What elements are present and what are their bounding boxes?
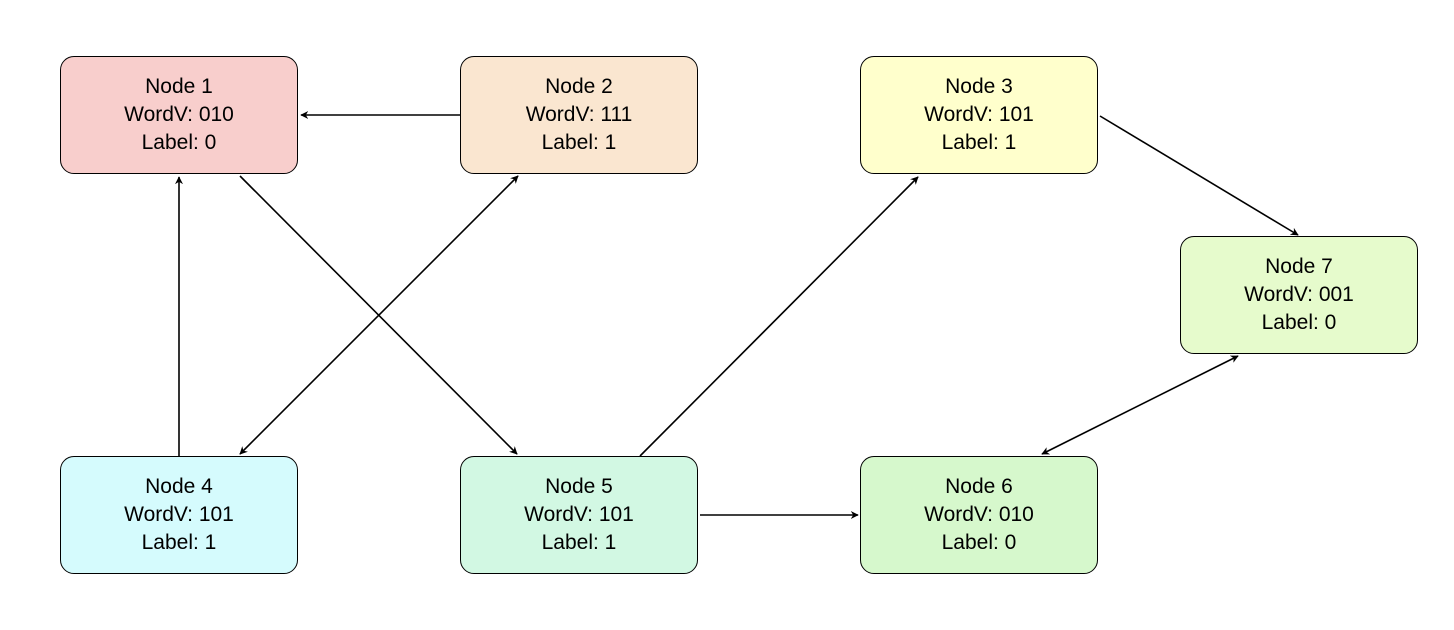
node-label: Label: 1 <box>141 531 217 554</box>
node-label: Label: 0 <box>1261 311 1337 334</box>
node-1: Node 1 WordV: 010 Label: 0 <box>60 56 298 174</box>
node-wordv: WordV: 111 <box>525 103 633 126</box>
node-wordv: WordV: 101 <box>124 503 234 526</box>
edge-node5-to-node3 <box>639 176 919 457</box>
node-title: Node 5 <box>545 475 613 498</box>
node-wordv: WordV: 101 <box>924 103 1034 126</box>
node-wordv: WordV: 101 <box>524 503 634 526</box>
node-wordv: WordV: 001 <box>1244 283 1354 306</box>
node-4: Node 4 WordV: 101 Label: 1 <box>60 456 298 574</box>
node-title: Node 1 <box>145 75 213 98</box>
node-label: Label: 1 <box>941 131 1017 154</box>
node-title: Node 4 <box>145 475 213 498</box>
node-title: Node 6 <box>945 475 1013 498</box>
edge-node6-node7 <box>1041 355 1239 455</box>
node-label: Label: 1 <box>541 531 617 554</box>
node-2: Node 2 WordV: 111 Label: 1 <box>460 56 698 174</box>
node-3: Node 3 WordV: 101 Label: 1 <box>860 56 1098 174</box>
node-label: Label: 0 <box>941 531 1017 554</box>
node-title: Node 3 <box>945 75 1013 98</box>
edge-node3-to-node7 <box>1099 115 1299 236</box>
node-wordv: WordV: 010 <box>924 503 1034 526</box>
node-7: Node 7 WordV: 001 Label: 0 <box>1180 236 1418 354</box>
node-title: Node 7 <box>1265 255 1333 278</box>
node-wordv: WordV: 010 <box>124 103 234 126</box>
edge-node2-node4 <box>239 175 519 455</box>
node-label: Label: 0 <box>141 131 217 154</box>
node-6: Node 6 WordV: 010 Label: 0 <box>860 456 1098 574</box>
node-title: Node 2 <box>545 75 613 98</box>
node-label: Label: 1 <box>541 131 617 154</box>
node-5: Node 5 WordV: 101 Label: 1 <box>460 456 698 574</box>
